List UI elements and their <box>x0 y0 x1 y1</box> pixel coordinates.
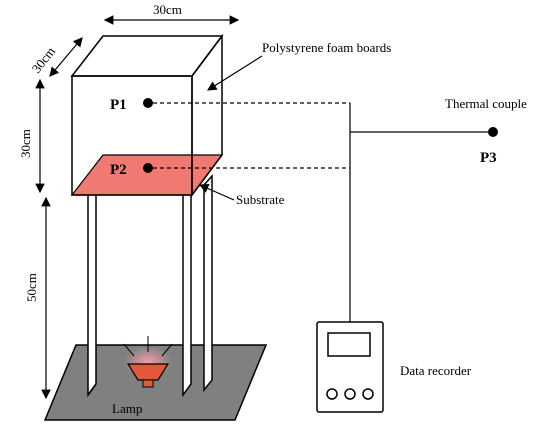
point-p2-marker <box>143 163 153 173</box>
data-recorder-label: Data recorder <box>400 363 472 378</box>
substrate-plate <box>70 154 224 196</box>
point-p3-marker <box>488 127 498 137</box>
foam-boards-label: Polystyrene foam boards <box>262 40 391 55</box>
lamp <box>123 336 173 388</box>
leg-height-label: 50cm <box>24 273 39 302</box>
box-width-label: 30cm <box>153 2 182 17</box>
thermocouple-label: Thermal couple <box>445 96 527 111</box>
data-recorder <box>316 321 384 413</box>
lamp-label: Lamp <box>112 401 142 416</box>
point-p1-label: P1 <box>110 97 127 113</box>
dimension-lines <box>35 15 240 400</box>
substrate-label: Substrate <box>236 192 285 207</box>
point-p1-marker <box>143 98 153 108</box>
point-p3-label: P3 <box>480 150 497 166</box>
box-height-label: 30cm <box>18 129 33 158</box>
foam-box <box>70 33 224 198</box>
point-p2-label: P2 <box>110 162 127 178</box>
leader-lines <box>198 55 263 201</box>
thermocouple-wires <box>153 102 488 322</box>
